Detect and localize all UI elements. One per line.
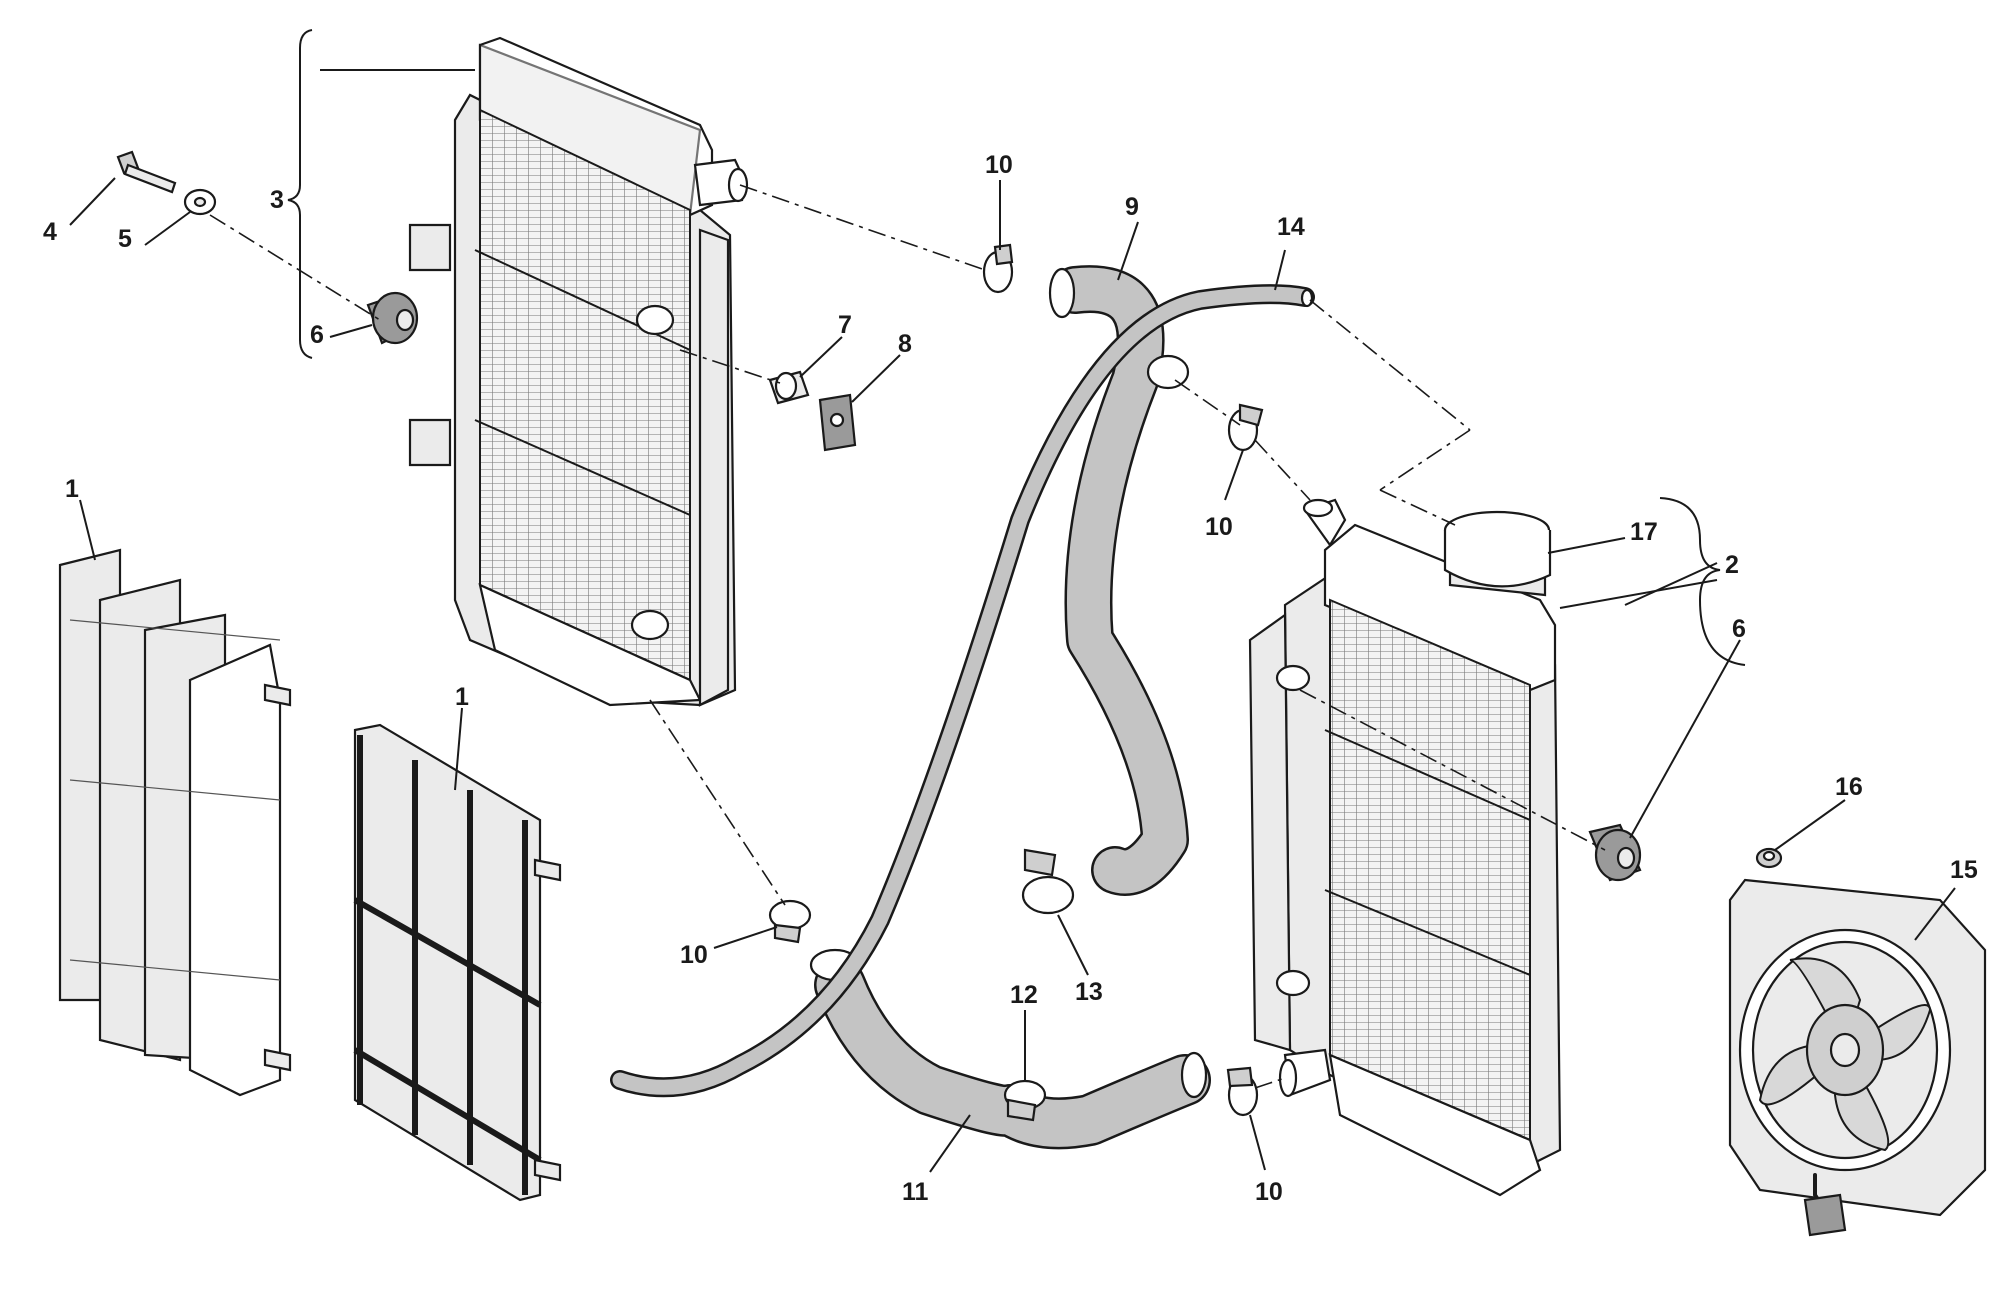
callout-12: 12 [1010,981,1038,1009]
callout-10-bottom: 10 [1255,1178,1283,1206]
clamp-12 [1003,1079,1047,1122]
clamp-10-left [768,899,812,944]
callout-6-right: 6 [1732,615,1746,643]
washer-5 [183,188,217,216]
clip-8 [818,393,857,452]
callout-1-louver: 1 [65,475,79,503]
louver-grille-left [353,723,562,1202]
callout-9: 9 [1125,193,1139,221]
leader-lines [69,69,1956,1173]
callout-2: 2 [1725,551,1739,579]
grommet-6-right [1588,823,1642,882]
callout-17: 17 [1630,518,1658,546]
grommet-6-left [366,291,419,345]
callout-7: 7 [838,311,852,339]
left-radiator [408,36,749,707]
callout-3: 3 [270,186,284,214]
callout-11: 11 [902,1178,929,1206]
callout-10-top: 10 [985,151,1013,179]
alignment-lines [209,184,1606,1089]
bolt-4 [116,150,177,194]
callout-8: 8 [898,330,912,358]
right-radiator [1248,498,1562,1197]
spacer-7 [768,370,810,405]
callout-5: 5 [118,225,132,253]
callout-10-mid: 10 [1205,513,1233,541]
brace-2 [1659,497,1746,666]
callout-14: 14 [1277,213,1305,241]
callout-13: 13 [1075,978,1103,1006]
callout-1-grille: 1 [455,683,469,711]
louver-set-left [58,548,292,1097]
callout-4: 4 [43,218,57,246]
callout-labels: 1 1 2 3 4 5 6 6 7 8 9 10 10 10 10 11 12 … [43,151,1978,1206]
brace-3 [287,29,313,359]
clamp-10-bottom [1226,1066,1259,1117]
callout-15: 15 [1950,856,1978,884]
callout-16: 16 [1835,773,1863,801]
hose-14 [610,284,1315,1098]
callout-6-left: 6 [310,321,324,349]
radiator-cap [1443,510,1552,597]
clamp-10-top [982,243,1014,294]
clamp-10-mid [1227,403,1264,452]
fan-nut [1755,847,1783,869]
cooling-fan [1728,878,1987,1237]
clamp-13 [1021,848,1075,915]
callout-10-left: 10 [680,941,708,969]
